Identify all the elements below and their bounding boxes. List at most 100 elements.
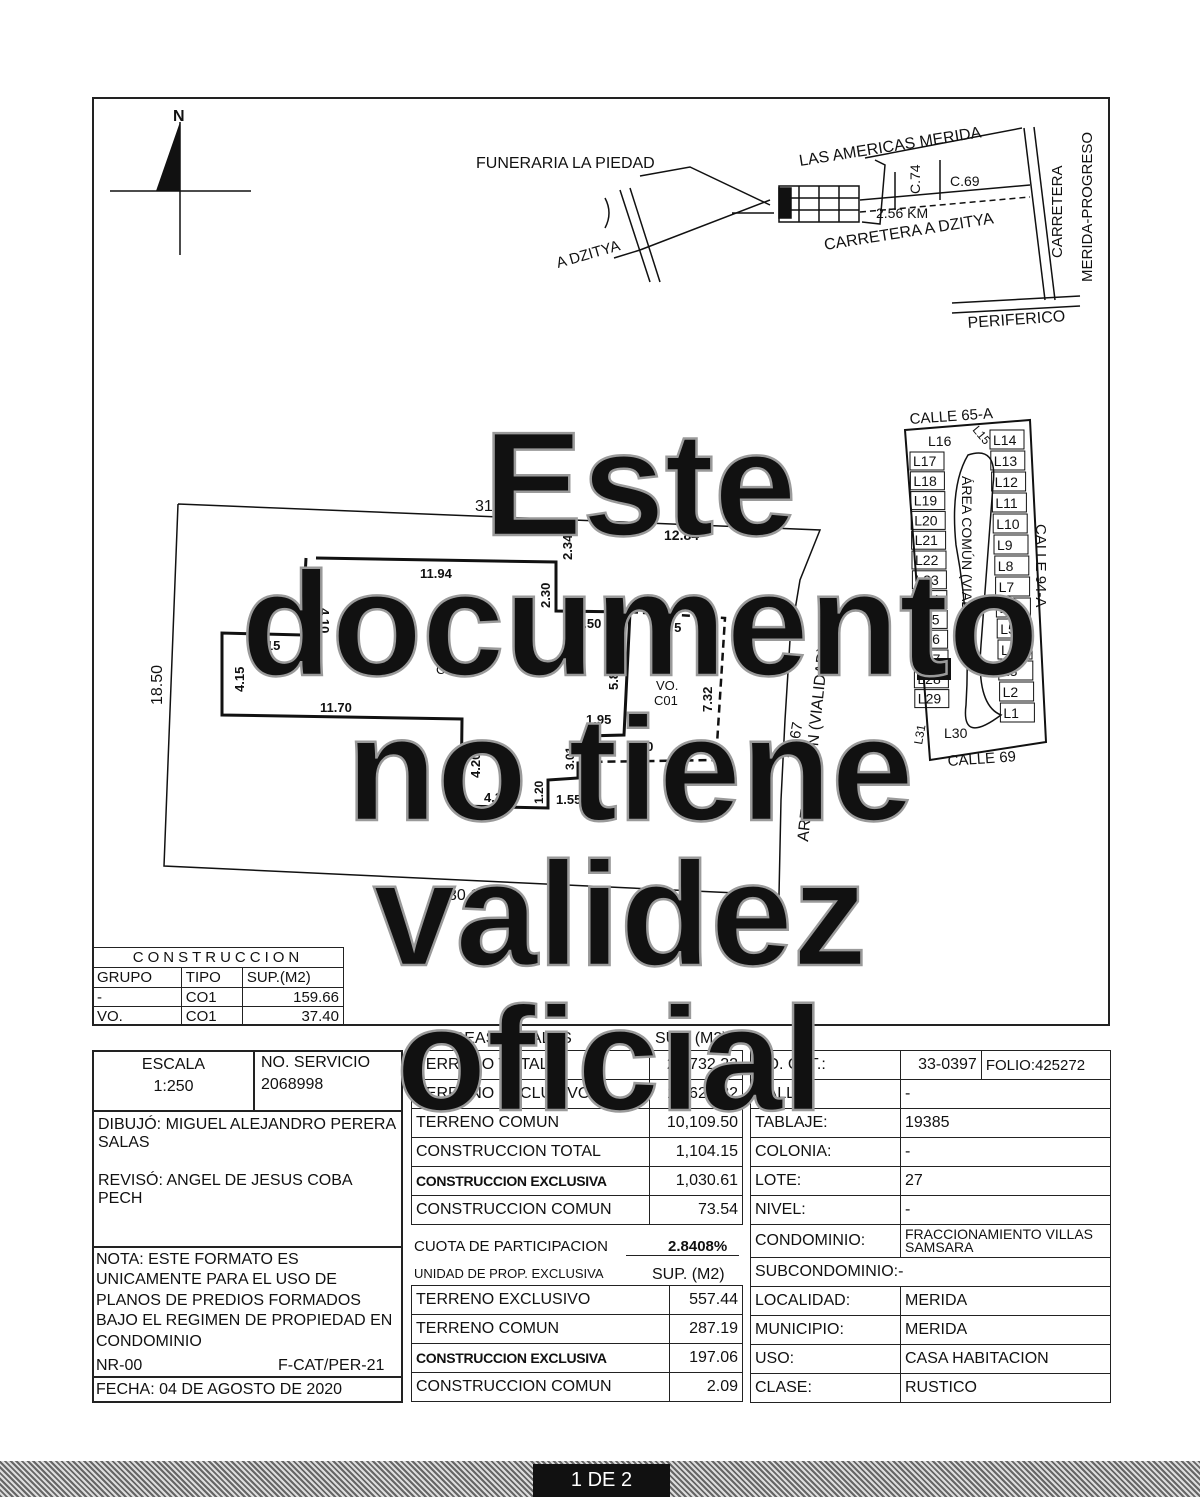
north-label: N [173,108,185,125]
dim-410: 4.10 [317,608,332,633]
loc-a-dzitya: A DZITYA [554,237,622,271]
loc-c74: C.74 [907,164,923,194]
escala-cell: ESCALA 1:250 [94,1052,255,1112]
lot-label: L29 [918,691,942,707]
table-cell: 73.54 [648,1195,744,1225]
table-row: CONDOMINIO:FRACCIONAMIENTO VILLAS SAMSAR… [750,1224,1111,1258]
lot-box [913,669,949,689]
table-cell: CLASE: [750,1373,901,1403]
lot-label: L25 [916,611,940,627]
fcat-text: F-CAT/PER-21 [278,1357,385,1374]
table-cell: LOTE: [750,1166,901,1196]
loc-merida-progreso: MERIDA-PROGRESO [1079,132,1096,282]
table-cell: MERIDA [900,1286,1111,1316]
construccion-table: CONSTRUCCION GRUPO TIPO SUP.(M2) - CO1 1… [92,947,345,1026]
dim-195: 1.95 [586,712,611,727]
lot-box [991,492,1027,513]
plot-plan [163,503,822,896]
table-cell: CONSTRUCCION EXCLUSIVA [411,1343,670,1373]
table-cell: CONSTRUCCION COMUN [411,1372,670,1402]
lot-box [911,570,947,590]
table-cell: - [900,1079,1111,1109]
servicio-label: NO. SERVICIO [261,1054,371,1071]
areas-totales-label: AREAS TOTALES [442,1030,572,1047]
plan-frame [92,97,1110,1026]
table-cell: TERRENO COMUN [411,1314,670,1344]
lot-box [990,450,1026,471]
dim-1170: 11.70 [320,700,352,715]
escala-value: 1:250 [153,1078,194,1096]
table-cell: CALLE: [750,1079,901,1109]
info-block: ESCALA 1:250 NO. SERVICIO 2068998 DIBUJÓ… [92,1050,403,1403]
table-cell: - [900,1137,1111,1167]
escala-label: ESCALA [141,1056,206,1073]
table-cell: TABLAJE: [750,1108,901,1138]
page-indicator: 1 DE 2 [533,1464,670,1497]
lot-label: L14 [993,432,1017,448]
table-cell: 2.09 [668,1372,744,1402]
loc-las-americas: LAS AMERICAS MERIDA [798,124,983,170]
dim-bottom: 30.16 [448,887,488,904]
table-cell: MUNICIPIO: [750,1315,901,1345]
table-row: - CO1 159.66 [92,987,345,1007]
table-row: MUNICIPIO:MERIDA [750,1315,1111,1345]
table-cell: TERRENO EXCLUSIVO [411,1285,670,1315]
calle-69: CALLE 69 [947,748,1016,770]
table-cell: 1,030.61 [648,1166,744,1196]
dibujo-text: DIBUJÓ: MIGUEL ALEJANDRO PERERA SALAS [98,1116,396,1152]
lot-box [912,609,948,629]
loc-periferico: PERIFERICO [967,308,1066,332]
table-cell: CONSTRUCCION TOTAL [411,1137,650,1167]
lot-box [913,649,949,669]
dim-415b: 4.15 [232,667,247,692]
table-cell: 159.66 [241,987,345,1007]
servicio-value: 2068998 [261,1076,324,1094]
loc-funeraria: FUNERARIA LA PIEDAD [476,155,655,172]
dim-732: 7.32 [700,687,715,712]
table-cell: CONDOMINIO: [750,1224,901,1258]
table-cell: 557.44 [668,1285,744,1315]
table-cell: NIVEL: [750,1195,901,1225]
nr-text: NR-00 [96,1357,143,1374]
table-row: CLASE:RUSTICO [750,1373,1111,1403]
reviso-text: REVISÓ: ANGEL DE JESUS COBA PECH [98,1172,352,1208]
construccion-title: CONSTRUCCION [92,947,344,968]
lot-box [911,530,947,550]
lot-label: L27 [917,651,941,667]
table-row: USO:CASA HABITACION [750,1344,1111,1374]
lot-box [998,660,1034,681]
dim-234: 2.34 [560,534,575,560]
table-cell: CASA HABITACION [900,1344,1111,1374]
table-cell: 29,732.32 [648,1050,744,1080]
lot-box [913,629,949,649]
table-cell: CONSTRUCCION EXCLUSIVA [411,1166,650,1196]
lot-box [910,491,946,511]
nota-text: NOTA: ESTE FORMATO ES UNICAMENTE PARA EL… [94,1246,401,1354]
lot-box [909,471,945,491]
table-cell: 1,104.15 [648,1137,744,1167]
dim-top: 31.53 [475,498,515,515]
table-cell: SUBCONDOMINIO:- [750,1257,1111,1287]
catastro-table: NO. CAT.: 33-0397 FOLIO:425272 CALLE:- T… [750,1050,1112,1403]
dim-top-right: 12.84 [664,527,699,543]
lot-label: L12 [995,474,1019,490]
table-cell: 27 [900,1166,1111,1196]
calle-94a: CALLE 94-A [1032,524,1049,607]
cuota-value: 2.8408% [668,1238,728,1255]
table-cell: 10,109.50 [648,1108,744,1138]
calle-65a: CALLE 65-A [909,405,993,428]
lot-box [991,471,1027,492]
lot-label: L13 [994,453,1018,469]
location-map [604,126,1081,314]
lot-label: L11 [995,495,1018,511]
lot-box [989,429,1025,450]
table-cell: CONSTRUCCION COMUN [411,1195,650,1225]
table-row: NIVEL:- [750,1195,1111,1225]
dim-left: 18.50 [149,665,166,705]
table-cell: RUSTICO [900,1373,1111,1403]
